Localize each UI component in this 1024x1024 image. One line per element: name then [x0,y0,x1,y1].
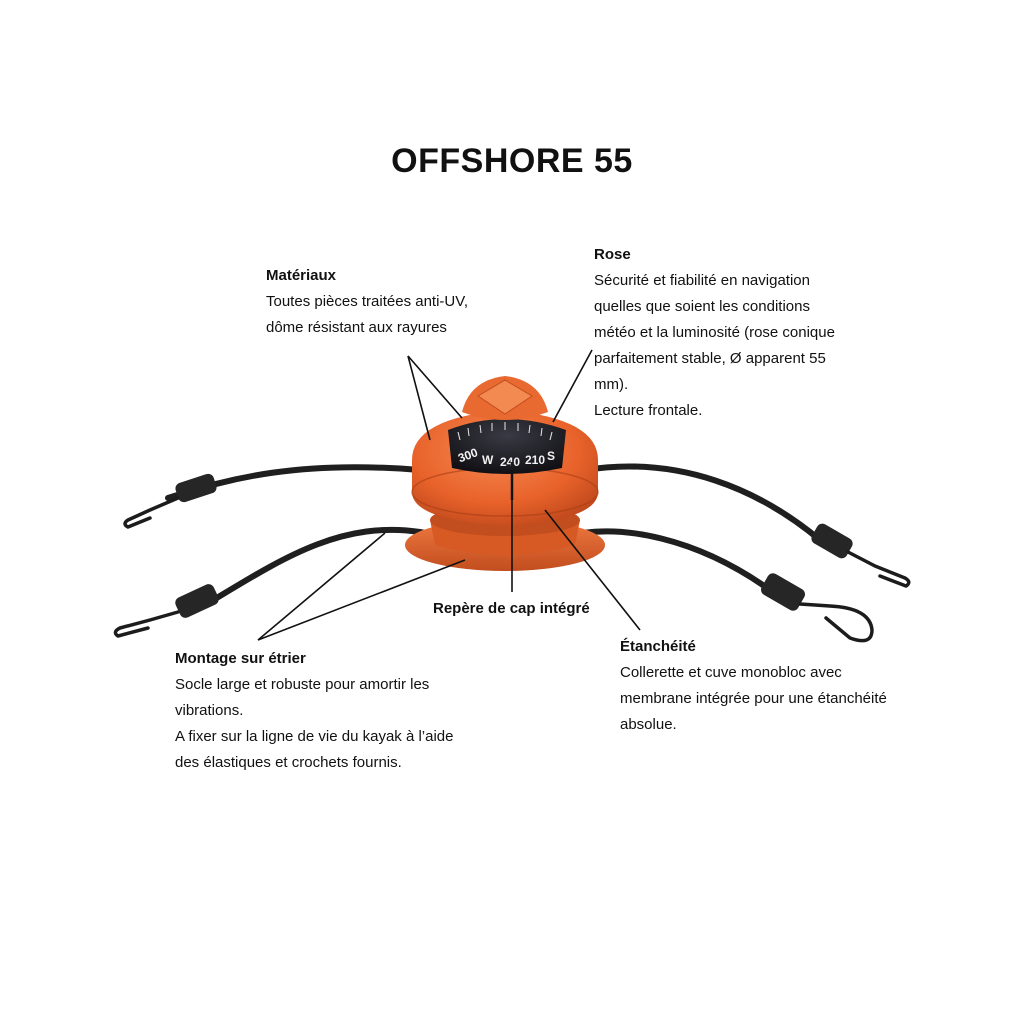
card-mark-240: 240 [500,455,520,469]
callout-repere-heading: Repère de cap intégré [433,600,590,617]
compass-card-ticks [457,422,553,441]
callout-etancheite: Étanchéité Collerette et cuve monobloc a… [620,634,887,738]
leader-rose [552,349,593,423]
card-mark-w: W [482,453,494,467]
cord-clip-lower-left [113,584,219,638]
callout-etancheite-heading: Étanchéité [620,638,696,655]
callout-rose-line: Sécurité et fiabilité en navigation [594,272,810,289]
callout-montage-line: Socle large et robuste pour amortir les [175,676,430,693]
leader-montage-1 [257,532,386,641]
callout-montage-heading: Montage sur étrier [175,650,306,667]
callout-montage: Montage sur étrier Socle large et robust… [175,646,454,776]
callout-montage-line: des élastiques et crochets fournis. [175,754,402,771]
leader-materiaux-2 [407,355,463,419]
leader-materiaux-1 [407,355,431,441]
cord-clip-lower-right [761,573,874,643]
leader-montage-2 [257,559,466,641]
callout-etancheite-line: absolue. [620,716,677,733]
card-mark-210: 210 [525,453,545,467]
cord-clip-upper-right [811,523,911,588]
callout-materiaux-heading: Matériaux [266,267,337,284]
callout-rose-line: quelles que soient les conditions [594,298,810,315]
cord-clip-upper-left [123,473,217,529]
callout-montage-line: A fixer sur la ligne de vie du kayak à l… [175,728,454,745]
leader-lines [257,349,641,641]
callout-rose-heading: Rose [594,246,631,263]
callout-rose-line: Lecture frontale. [594,402,703,419]
callout-rose-line: météo et la luminosité (rose conique [594,324,835,341]
callout-rose: Rose Sécurité et fiabilité en navigation… [594,242,835,424]
page-title: OFFSHORE 55 [391,142,633,180]
callout-rose-line: parfaitement stable, Ø apparent 55 [594,350,826,367]
bungee-cord-upper-right [582,463,823,543]
callout-etancheite-line: Collerette et cuve monobloc avec [620,664,842,681]
card-mark-s: S [547,449,555,463]
callout-materiaux: Matériaux Toutes pièces traitées anti-UV… [266,263,468,341]
card-mark-300: 300 [456,445,480,465]
callout-montage-line: vibrations. [175,702,244,719]
leader-etancheite [544,509,641,631]
callout-etancheite-line: membrane intégrée pour une étanchéité [620,690,887,707]
callout-rose-line: mm). [594,376,629,393]
callout-materiaux-line: Toutes pièces traitées anti-UV, [266,293,469,310]
compass-card [448,419,566,474]
callout-materiaux-line: dôme résistant aux rayures [266,319,447,336]
callout-repere: Repère de cap intégré [433,596,590,622]
